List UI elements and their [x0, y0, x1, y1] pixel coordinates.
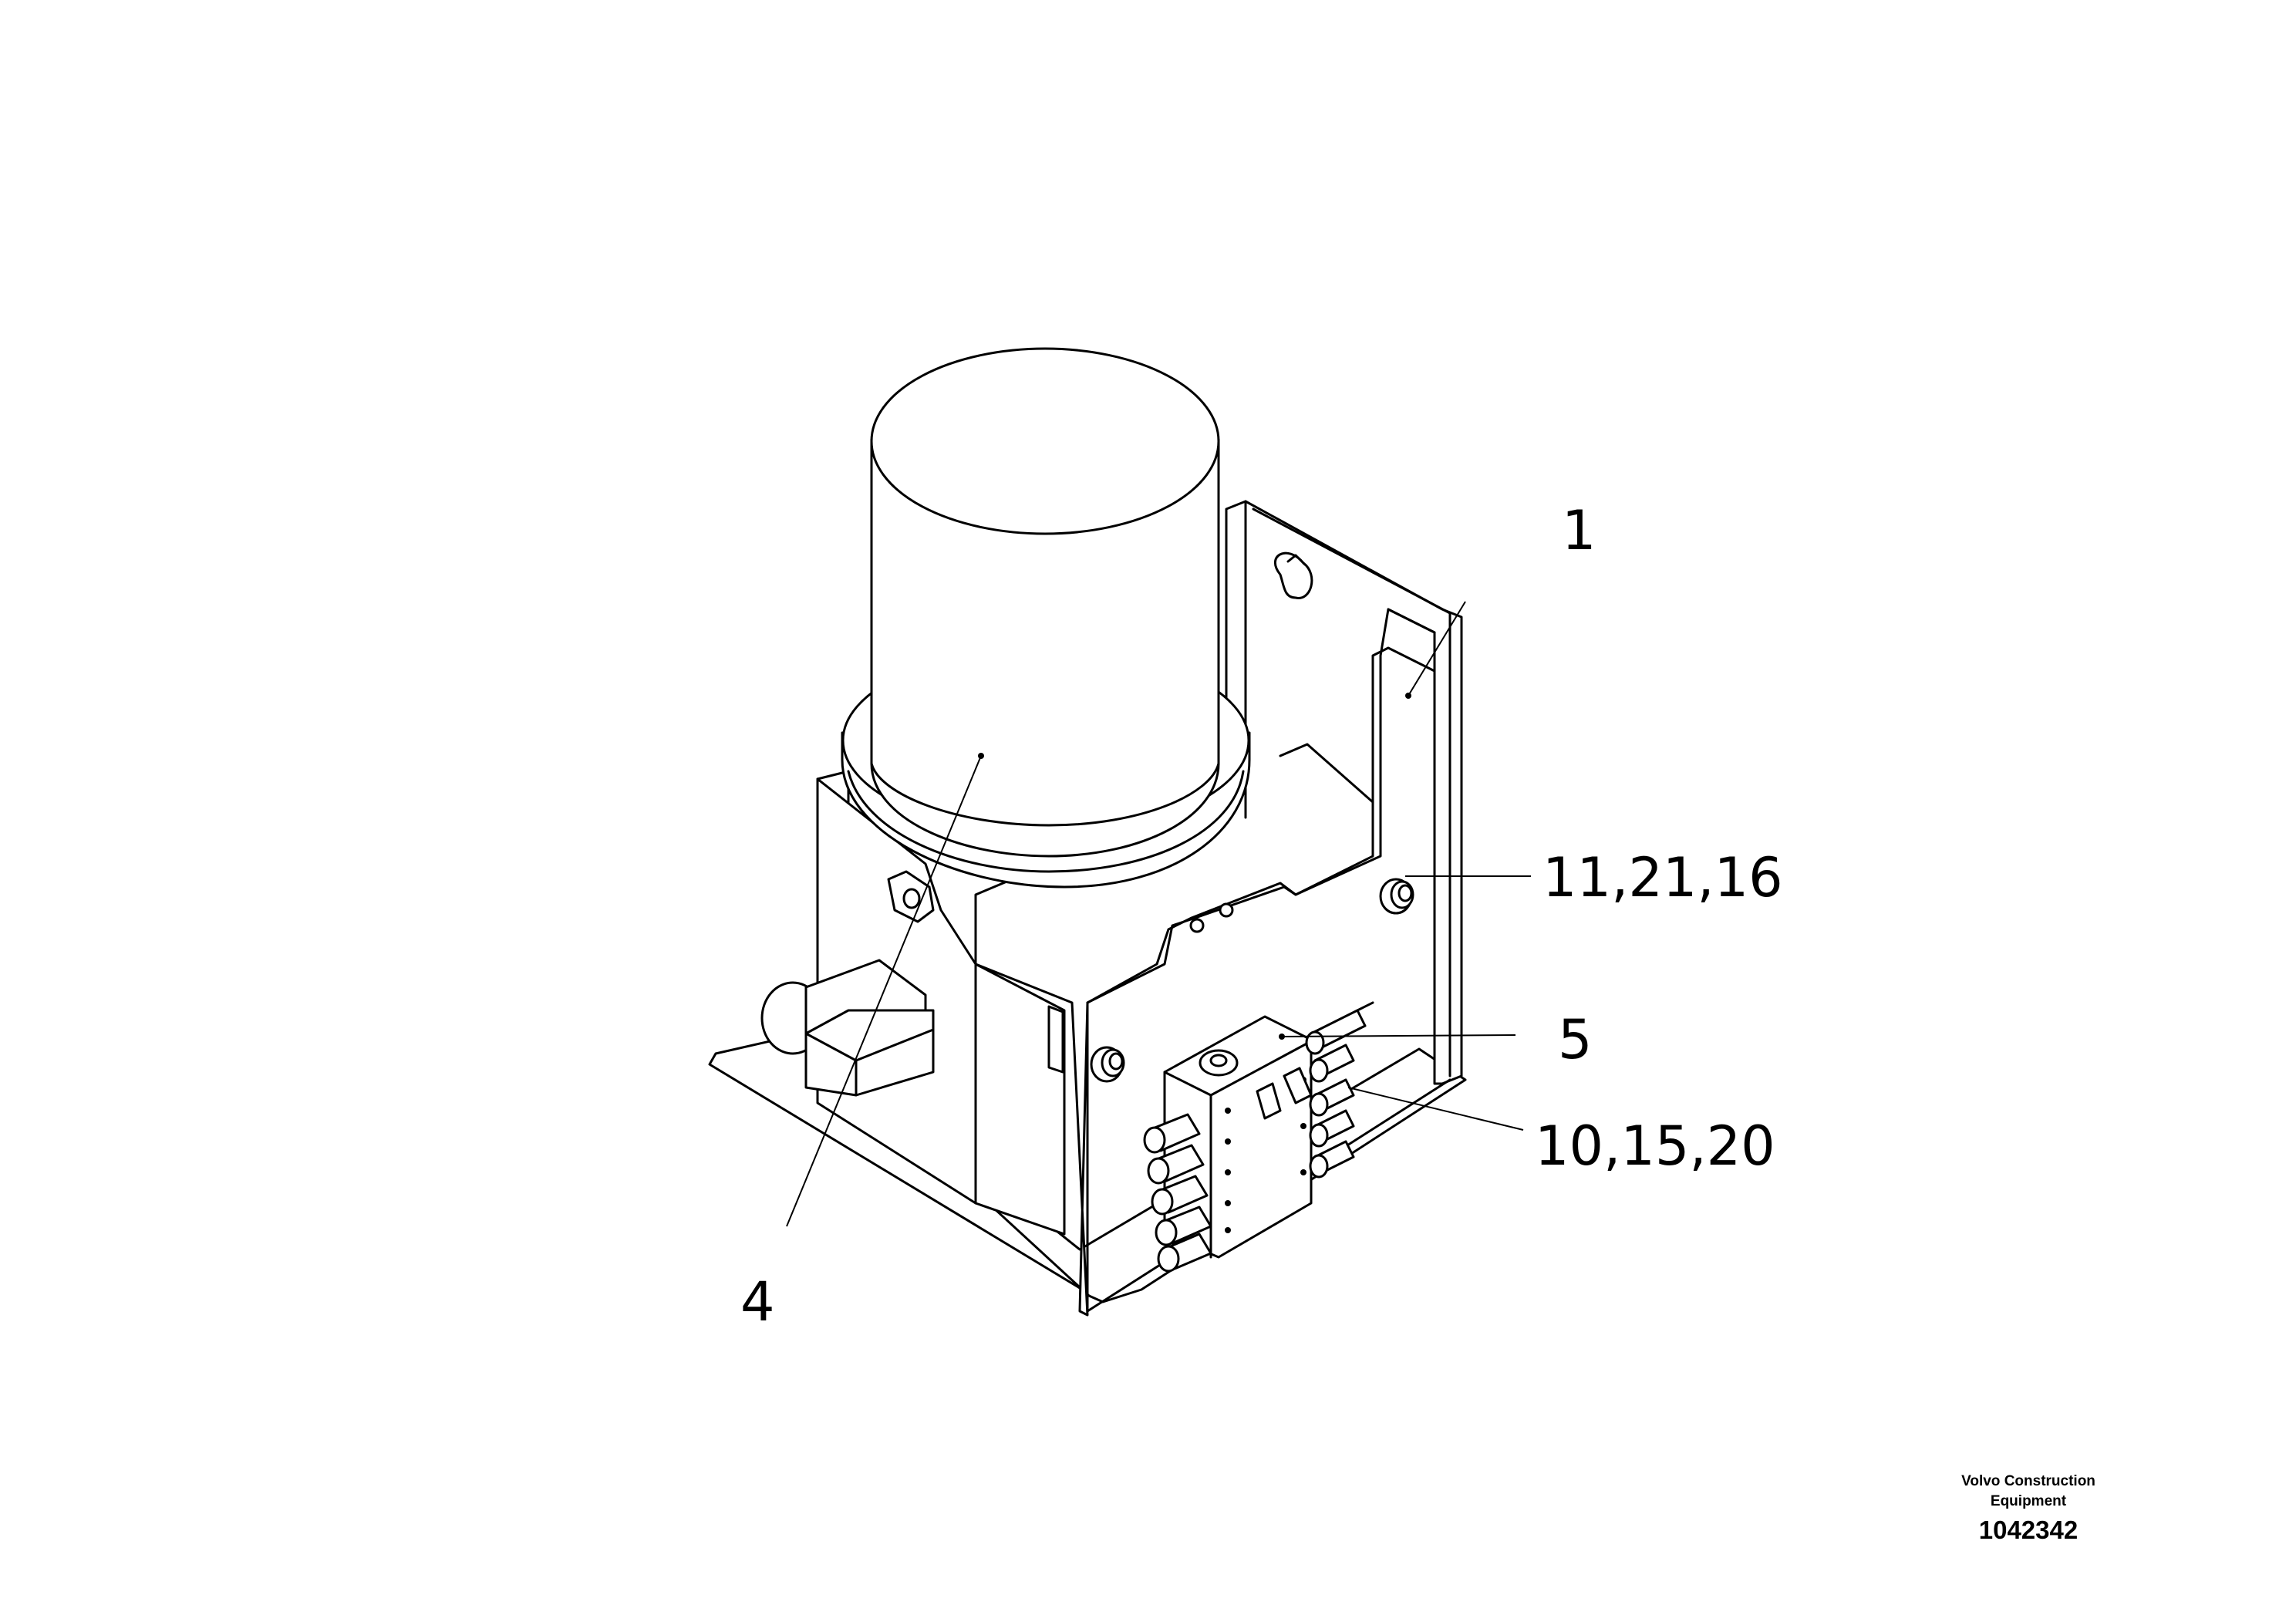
grease-reservoir	[842, 349, 1249, 887]
callout-11-21-16: 11,21,16	[1542, 846, 1783, 909]
callout-10-15-20: 10,15,20	[1535, 1114, 1775, 1178]
progressive-distributor	[1145, 1003, 1373, 1271]
mounting-bracket	[976, 501, 1462, 1315]
leader-lines	[787, 602, 1531, 1226]
drawing-part-number: 1042342	[1978, 1516, 2079, 1544]
callout-5: 5	[1558, 1008, 1593, 1071]
company-name-line2: Equipment	[1990, 1493, 2067, 1509]
leader-item-4	[787, 756, 981, 1226]
bracket-bolt-right	[1381, 879, 1413, 913]
callout-4: 4	[740, 1270, 775, 1334]
company-name-line1: Volvo Construction	[1961, 1473, 2095, 1489]
callout-1: 1	[1562, 499, 1596, 562]
leader-item-5	[1282, 1035, 1515, 1037]
leader-item-1	[1408, 602, 1465, 696]
leader-item-10-15-20	[1348, 1088, 1523, 1130]
bracket-bolt-left	[1091, 1047, 1124, 1081]
filler-nipple	[888, 872, 933, 922]
motor-unit	[762, 960, 933, 1095]
